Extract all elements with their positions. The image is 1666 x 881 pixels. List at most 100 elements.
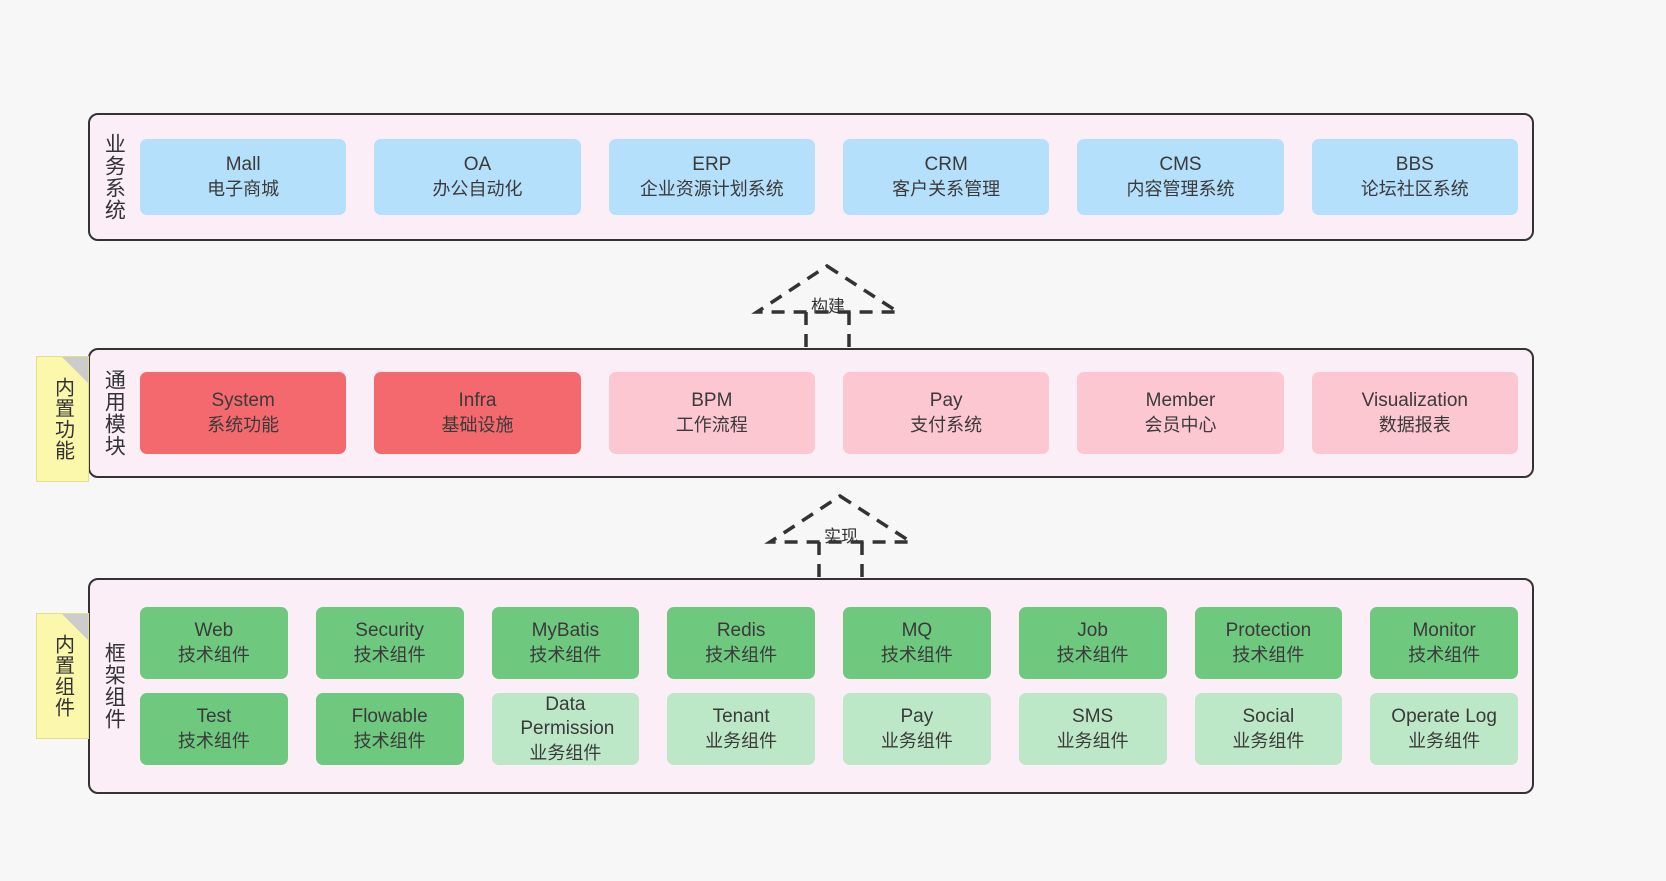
- card-data-permission[interactable]: Data Permission 业务组件: [491, 693, 640, 765]
- note-builtin-features-label: 内置功能: [51, 377, 74, 461]
- card-title-cn: 技术组件: [1056, 644, 1129, 665]
- card-crm[interactable]: CRM 客户关系管理: [842, 139, 1050, 215]
- card-title-en: Mall: [225, 154, 261, 176]
- card-title-en: Redis: [716, 620, 766, 642]
- card-row: Mall 电子商城 OA 办公自动化 ERP 企业资源计划系统 CRM 客户关系…: [140, 139, 1518, 215]
- card-title-cn: 业务组件: [1232, 730, 1305, 751]
- card-title-en: SMS: [1072, 706, 1114, 728]
- note-builtin-components-label: 内置组件: [51, 634, 74, 718]
- card-title-cn: 技术组件: [177, 644, 250, 665]
- card-title-cn: 会员中心: [1144, 414, 1217, 435]
- card-title-cn: 办公自动化: [432, 178, 523, 199]
- generalization-triangle-head: [751, 263, 904, 314]
- layer-business-system-title: 业务系统: [102, 133, 126, 221]
- layer-business-system-body: Mall 电子商城 OA 办公自动化 ERP 企业资源计划系统 CRM 客户关系…: [136, 115, 1532, 239]
- card-job[interactable]: Job 技术组件: [1018, 607, 1167, 679]
- card-title-cn: 论坛社区系统: [1360, 178, 1469, 199]
- card-title-cn: 技术组件: [1408, 644, 1481, 665]
- layer-framework-component: 框架组件 Web 技术组件 Security 技术组件 MyBatis 技术组件…: [88, 578, 1534, 794]
- card-test[interactable]: Test 技术组件: [140, 693, 288, 765]
- card-tenant[interactable]: Tenant 业务组件: [667, 693, 815, 765]
- card-title-cn: 业务组件: [705, 730, 778, 751]
- card-title-en: MyBatis: [531, 620, 600, 642]
- note-builtin-components: 内置组件: [36, 613, 89, 739]
- card-redis[interactable]: Redis 技术组件: [667, 607, 815, 679]
- card-title-en: BBS: [1395, 154, 1434, 176]
- card-title-en: OA: [463, 154, 492, 176]
- card-title-cn: 业务组件: [529, 742, 602, 763]
- card-title-cn: 企业资源计划系统: [639, 178, 784, 199]
- card-flowable[interactable]: Flowable 技术组件: [315, 693, 464, 765]
- page-fold-icon: [62, 614, 88, 640]
- card-row: Test 技术组件 Flowable 技术组件 Data Permission …: [140, 693, 1518, 765]
- connector-stem: [804, 312, 851, 352]
- card-title-cn: 系统功能: [207, 414, 280, 435]
- connector-build-label: 构建: [811, 297, 845, 316]
- card-title-cn: 基础设施: [441, 414, 514, 435]
- card-title-en: Pay: [929, 390, 963, 412]
- card-member[interactable]: Member 会员中心: [1077, 372, 1284, 454]
- layer-framework-component-title: 框架组件: [102, 642, 126, 730]
- connector-implement: 实现: [764, 492, 928, 582]
- card-bpm[interactable]: BPM 工作流程: [608, 372, 815, 454]
- card-pay[interactable]: Pay 支付系统: [842, 372, 1050, 454]
- card-title-en: ERP: [692, 154, 732, 176]
- connector-stem: [817, 542, 864, 582]
- card-title-cn: 技术组件: [353, 644, 426, 665]
- card-title-cn: 技术组件: [177, 730, 250, 751]
- card-title-en: Operate Log: [1391, 706, 1497, 728]
- card-mq[interactable]: MQ 技术组件: [843, 607, 991, 679]
- card-title-cn: 业务组件: [1056, 730, 1129, 751]
- card-mybatis[interactable]: MyBatis 技术组件: [491, 607, 640, 679]
- card-title-cn: 技术组件: [880, 644, 953, 665]
- card-title-en: Test: [196, 706, 232, 728]
- page-fold-icon: [62, 357, 88, 383]
- card-title-cn: 业务组件: [880, 730, 953, 751]
- card-title-cn: 技术组件: [529, 644, 602, 665]
- card-system[interactable]: System 系统功能: [140, 372, 347, 454]
- card-cms[interactable]: CMS 内容管理系统: [1077, 139, 1284, 215]
- card-title-en: Pay: [900, 706, 934, 728]
- card-mall[interactable]: Mall 电子商城: [140, 139, 347, 215]
- card-pay-component[interactable]: Pay 业务组件: [843, 693, 991, 765]
- connector-implement-label: 实现: [824, 527, 858, 546]
- card-title-cn: 客户关系管理: [892, 178, 1001, 199]
- card-operate-log[interactable]: Operate Log 业务组件: [1370, 693, 1518, 765]
- card-title-cn: 数据报表: [1378, 414, 1451, 435]
- card-social[interactable]: Social 业务组件: [1194, 693, 1343, 765]
- card-row: System 系统功能 Infra 基础设施 BPM 工作流程 Pay 支付系统…: [140, 372, 1518, 454]
- card-title-en: CRM: [924, 154, 968, 176]
- card-bbs[interactable]: BBS 论坛社区系统: [1311, 139, 1518, 215]
- card-title-cn: 技术组件: [353, 730, 426, 751]
- card-sms[interactable]: SMS 业务组件: [1018, 693, 1167, 765]
- card-oa[interactable]: OA 办公自动化: [374, 139, 581, 215]
- card-title-en: Monitor: [1412, 620, 1476, 642]
- layer-framework-component-body: Web 技术组件 Security 技术组件 MyBatis 技术组件 Redi…: [136, 580, 1532, 792]
- card-title-cn: 电子商城: [207, 178, 280, 199]
- card-web[interactable]: Web 技术组件: [140, 607, 288, 679]
- card-row: Web 技术组件 Security 技术组件 MyBatis 技术组件 Redi…: [140, 607, 1518, 679]
- connector-build: 构建: [751, 262, 915, 352]
- card-title-en: Tenant: [712, 706, 770, 728]
- layer-common-module: 通用模块 System 系统功能 Infra 基础设施 BPM 工作流程 Pay…: [88, 348, 1534, 478]
- card-title-en: Data Permission: [520, 694, 615, 740]
- card-protection[interactable]: Protection 技术组件: [1194, 607, 1343, 679]
- card-title-en: Web: [194, 620, 234, 642]
- card-title-cn: 支付系统: [910, 414, 983, 435]
- card-infra[interactable]: Infra 基础设施: [374, 372, 581, 454]
- card-title-en: Infra: [458, 390, 497, 412]
- card-title-en: MQ: [901, 620, 933, 642]
- card-title-en: Job: [1077, 620, 1108, 642]
- card-monitor[interactable]: Monitor 技术组件: [1370, 607, 1518, 679]
- card-security[interactable]: Security 技术组件: [315, 607, 464, 679]
- layer-common-module-body: System 系统功能 Infra 基础设施 BPM 工作流程 Pay 支付系统…: [136, 350, 1532, 476]
- card-title-en: System: [211, 390, 275, 412]
- card-erp[interactable]: ERP 企业资源计划系统: [608, 139, 815, 215]
- layer-business-system: 业务系统 Mall 电子商城 OA 办公自动化 ERP 企业资源计划系统 CRM…: [88, 113, 1534, 241]
- card-title-en: Security: [355, 620, 424, 642]
- card-title-cn: 业务组件: [1408, 730, 1481, 751]
- card-title-en: Social: [1242, 706, 1295, 728]
- card-visualization[interactable]: Visualization 数据报表: [1311, 372, 1518, 454]
- note-builtin-features: 内置功能: [36, 356, 89, 482]
